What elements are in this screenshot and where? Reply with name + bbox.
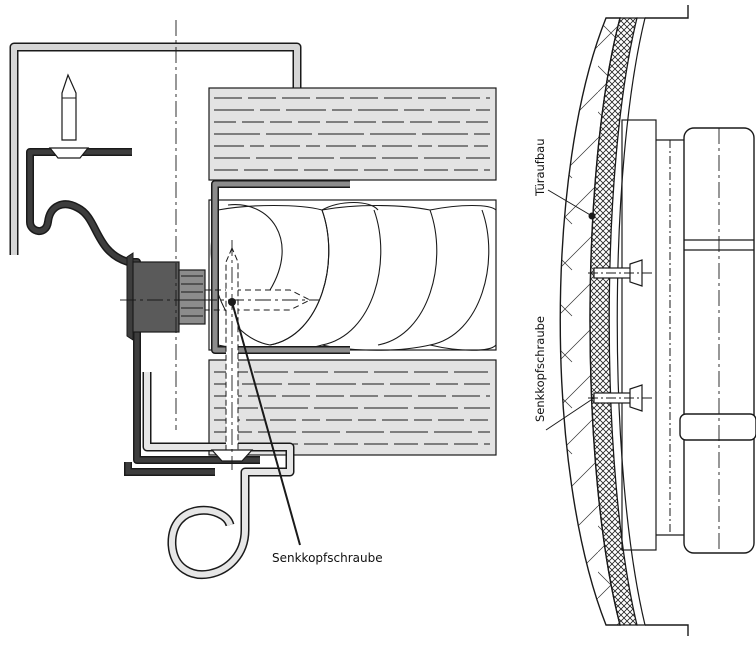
- hinge-barrel: [679, 127, 756, 554]
- countersunk-screw-right-2: [588, 384, 652, 412]
- bolt-assembly: [126, 252, 312, 341]
- callout-leader: [231, 301, 301, 546]
- frame-bottom: [645, 624, 689, 636]
- centre-lines: [120, 20, 320, 470]
- leader-tueraufbau: [547, 189, 593, 217]
- frame-top: [645, 5, 689, 19]
- nail-top: [48, 73, 90, 159]
- insulation-layer: [208, 199, 497, 351]
- left-detail: Senkkopfschraube: [9, 20, 497, 579]
- countersunk-screw-right-1: [588, 259, 652, 287]
- label-senkkopfschraube-left: Senkkopfschraube: [272, 551, 383, 565]
- wood-panel-bottom: [208, 359, 497, 456]
- leader-senkkopf-right: [545, 397, 595, 431]
- hinge-plate: [621, 119, 657, 551]
- label-tueraufbau: Türaufbau: [533, 139, 547, 197]
- wood-panel-top: [208, 87, 497, 181]
- right-detail: Türaufbau Senkkopfschraube: [533, 5, 756, 636]
- label-senkkopfschraube-right: Senkkopfschraube: [533, 316, 547, 422]
